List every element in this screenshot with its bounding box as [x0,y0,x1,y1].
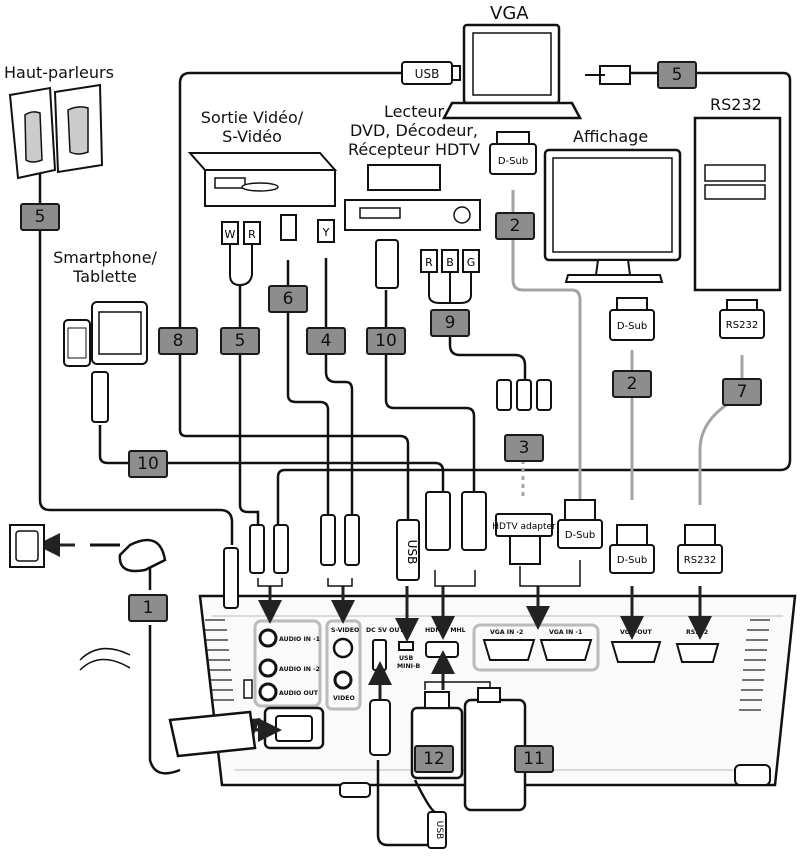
laptop-icon [441,23,583,120]
port-label-vga-in-1: VGA IN -1 [549,629,582,636]
dsub-display-connector: D-Sub [609,297,655,341]
svideo-plug-top [280,214,297,241]
rs232-plug: RS232 [677,524,723,574]
rca-r-text: R [248,228,256,241]
vga-label: VGA [490,3,529,24]
audio-port-block [243,619,322,708]
dvd-line-2: DVD, Décodeur, [349,121,479,140]
rca-y-plug: Y [317,219,335,243]
port-label-audio-out: AUDIO OUT [279,690,319,697]
port-label-dc5v: DC 5V OUT [366,627,404,634]
smartphone-tablet-icon [63,301,148,367]
dc-5v-usb-port [372,639,387,671]
mhl-adapter-icon: USB [369,691,464,849]
component-plugs: R B G [420,249,480,304]
dsub-out-plug-text: D-Sub [617,555,647,566]
rs232-top-connector: RS232 [719,299,765,339]
rca-y-text: Y [322,226,330,239]
dsub-display-text: D-Sub [617,321,647,332]
wall-outlet-icon [9,524,45,568]
rs232-top-text: RS232 [726,320,758,331]
connection-arrows [36,533,712,742]
hdmi-top-plug [375,239,399,289]
badge-5-speaker: 5 [20,203,60,231]
dvd-receiver-icon [344,164,481,231]
port-label-video: VIDEO [333,695,355,702]
comp-r-text: R [425,256,433,269]
rca-triple-mid [496,379,552,411]
usb-mhl-text: USB [434,821,444,839]
port-label-audio-in-1: AUDIO IN -1 [279,636,320,643]
badge-2-display: 2 [612,370,652,398]
video-out-line-2: S-Vidéo [222,127,282,146]
monitor-icon [543,148,682,283]
usb-plug-text: USB [405,540,419,565]
badge-11-stick: 11 [514,745,554,773]
comp-g-text: G [467,256,476,269]
dsub-laptop-connector: D-Sub [489,131,537,175]
comp-b-text: B [446,256,454,269]
badge-2-vga: 2 [495,212,535,240]
badge-6-svideo: 6 [268,285,308,313]
usb-mini-b-port [398,641,414,651]
video-out-label: Sortie Vidéo/ S-Vidéo [192,108,312,146]
hdtv-adapter-text: HDTV adapter [492,522,556,532]
micro-usb-plug [91,371,109,423]
speakers-label: Haut-parleurs [4,63,114,82]
dvd-line-3: Récepteur HDTV [347,140,481,159]
badge-10-mhl: 10 [128,450,168,478]
video-player-icon [187,152,338,207]
dvd-label: Lecteur DVD, Décodeur, Récepteur HDTV [338,102,490,159]
badge-5-av: 5 [220,327,260,355]
audio-jack-icon [585,65,631,85]
badge-4-yellow: 4 [306,327,346,355]
badge-12-mhl: 12 [414,745,454,773]
dsub-vga-plug-text: D-Sub [565,530,595,541]
port-label-vga-in-2: VGA IN -2 [490,629,523,636]
vga-out-port [610,641,662,663]
badge-8-usb: 8 [158,327,198,355]
port-label-usb: USB [399,655,413,662]
video-out-line-1: Sortie Vidéo/ [200,108,304,127]
power-plug-icon [168,710,257,758]
display-label: Affichage [573,127,649,146]
dsub-vga-plug: D-Sub [557,499,603,549]
rs232-port [675,643,720,663]
smartphone-line-2: Tablette [73,267,137,286]
port-label-rs232: RS232 [686,629,708,636]
badge-1-power: 1 [128,594,168,622]
smartphone-label: Smartphone/ Tablette [45,248,165,286]
dsub-laptop-text: D-Sub [498,156,528,167]
port-label-vga-out: VGA-OUT [620,629,653,636]
badge-5-usb: 5 [657,61,697,89]
dsub-out-plug: D-Sub [609,524,655,574]
badge-3-hdtv: 3 [504,434,544,462]
rca-wr-plugs: W R [221,221,261,287]
rs232-plug-text: RS232 [684,555,716,566]
hdmi-mhl-port [425,641,459,658]
hdtv-adapter: HDTV adapter [492,513,556,565]
rca-w-text: W [225,228,236,241]
smartphone-line-1: Smartphone/ [53,248,157,267]
bottom-plugs: USB [223,491,487,609]
dvd-line-1: Lecteur [383,102,445,121]
rs232-label: RS232 [710,95,762,114]
cables [38,71,792,847]
port-label-mini-b: MINI-B [397,663,421,670]
pc-tower-icon [693,116,782,292]
badge-7-rs232: 7 [722,378,762,406]
badge-9-component: 9 [430,309,470,337]
usb-tag-top-text: USB [415,67,440,81]
port-label-svideo: S-VIDEO [331,627,359,634]
port-label-audio-in-2: AUDIO IN -2 [279,666,320,673]
usb-tag-top: USB [401,61,461,85]
port-label-hdmi: HDMI / MHL [425,627,466,634]
badge-10-hdmi: 10 [366,327,406,355]
speakers-icon [8,83,104,180]
